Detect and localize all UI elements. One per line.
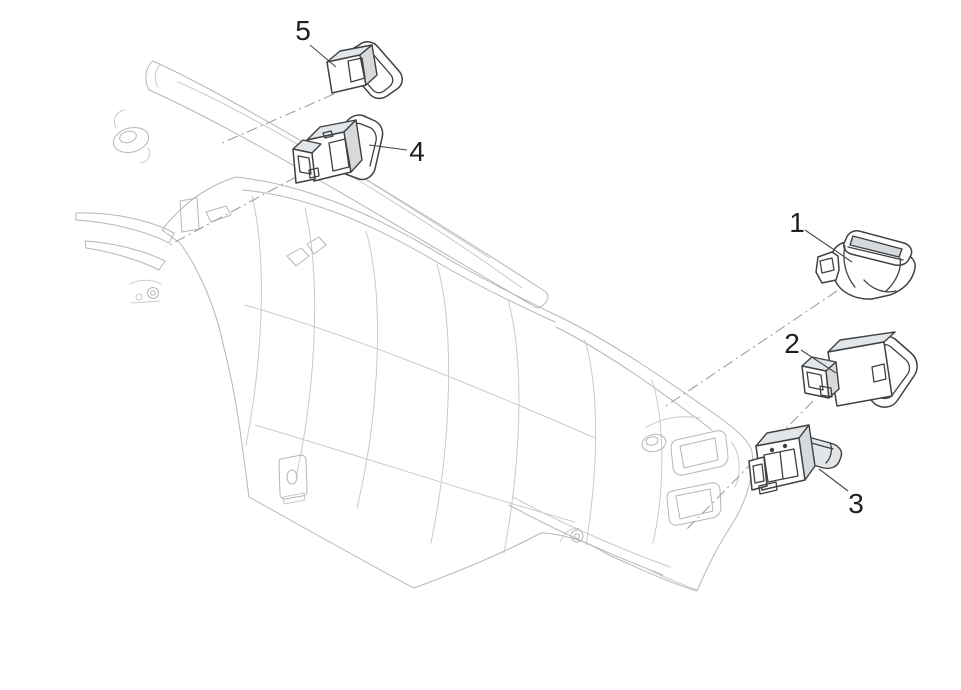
keyhole-bracket (278, 454, 308, 505)
cover-contour-lines (244, 195, 663, 554)
callout-1-number: 1 (789, 207, 805, 238)
callout-3: 3 (818, 468, 864, 519)
cover-fold-lines (242, 189, 713, 431)
switch-pockets (641, 416, 740, 526)
part-5-box-front (326, 54, 367, 94)
part-1-plate-band (849, 235, 903, 258)
callout-2-number: 2 (784, 328, 800, 359)
part-1-plate-edge (847, 246, 904, 261)
callout-2: 2 (784, 328, 837, 374)
callout-1-leader (804, 229, 853, 263)
handlebar-tube (145, 60, 549, 309)
part-4-switch-unit (292, 114, 384, 184)
part-1-skirt (863, 279, 897, 293)
part-1-body-curve-right (885, 257, 902, 292)
part-5-box-recess (347, 57, 366, 83)
pivot-bracket (129, 279, 162, 304)
callout-4: 4 (368, 136, 425, 167)
part-2-body-recess (871, 363, 887, 383)
cover-silhouette (161, 176, 754, 592)
cover-clips (179, 197, 327, 267)
callout-2-leader (800, 349, 837, 374)
part-5-switch-cover (326, 41, 403, 100)
assembly-centerlines (165, 93, 838, 531)
part-1-body-curve-left (843, 245, 856, 288)
part-3-rivet-2 (782, 443, 788, 449)
part-1-connector (815, 251, 840, 284)
left-wing-edges (75, 212, 175, 271)
hinge-boss (559, 528, 584, 543)
part-1-selector-switch (815, 230, 916, 300)
callout-5-leader (309, 44, 337, 68)
part-2-connector-step (819, 385, 833, 398)
part-1-connector-recess (819, 257, 835, 274)
centerline-part-1 (662, 290, 838, 409)
callout-3-number: 3 (848, 488, 864, 519)
part-3-body-side (798, 424, 816, 481)
part-4-body-recess (328, 138, 350, 172)
part-3-bottom-step (758, 481, 778, 495)
part-2-connector-recess (806, 371, 824, 391)
callout-5: 5 (295, 15, 337, 68)
part-4-connector-step (308, 167, 320, 179)
callout-3-leader (818, 468, 849, 492)
part-3-rivet-1 (769, 447, 775, 453)
part-2-connector-front (801, 365, 830, 399)
part-4-top-notch (322, 130, 334, 139)
callout-5-number: 5 (295, 15, 311, 46)
part-4-body-side (343, 119, 363, 173)
callout-1: 1 (789, 207, 853, 263)
part-4-connector-recess (297, 155, 312, 175)
part-3-switch-unit (748, 424, 843, 495)
part-2-connector-side (825, 361, 840, 399)
part-2-switch-unit (801, 331, 918, 408)
centerline-part-4 (165, 176, 297, 248)
part-3-connector-recess (752, 463, 765, 484)
part-3-blade-cap (825, 442, 833, 464)
callout-4-leader (368, 144, 408, 151)
tube-eyelet (112, 109, 151, 164)
part-3-panel (763, 448, 799, 483)
part-3-panel-divider (779, 451, 784, 480)
callout-4-number: 4 (409, 136, 425, 167)
bottom-flange (508, 496, 698, 591)
